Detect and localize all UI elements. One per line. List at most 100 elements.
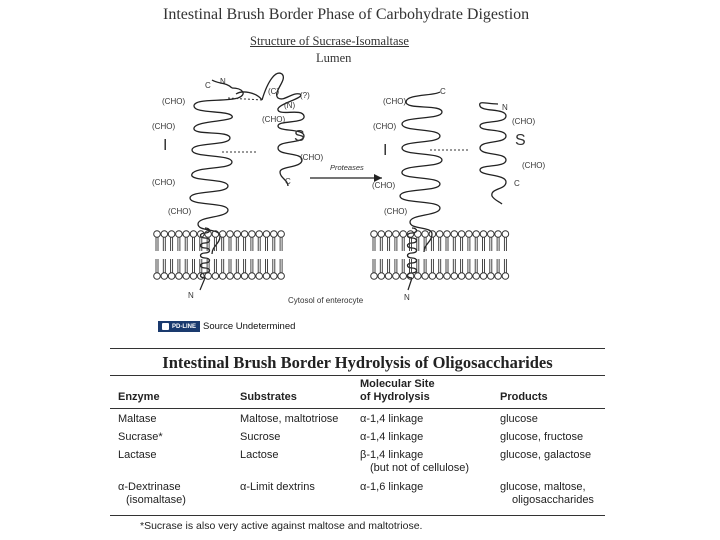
source-text: Source Undetermined (203, 321, 296, 332)
left-c-label-2: C (285, 177, 291, 186)
lipid-head-outer (270, 230, 278, 252)
left-cho-label-6: (CHO) (300, 153, 323, 162)
cell-enzyme: Lactase (118, 449, 157, 461)
lipid-head-outer (370, 230, 378, 252)
lumen-label: Lumen (316, 51, 352, 65)
title-rule (110, 375, 605, 376)
table-footnote: *Sucrase is also very active against mal… (140, 520, 423, 532)
cell-substrates: α-Limit dextrins (240, 481, 315, 493)
cell-substrates: Lactose (240, 449, 279, 461)
right-i-domain (399, 91, 443, 253)
table-row: Sucrase* Sucrose α-1,4 linkage glucose, … (110, 431, 605, 449)
table-title: Intestinal Brush Border Hydrolysis of Ol… (162, 353, 553, 372)
lipid-head-outer (487, 230, 495, 252)
left-cho-label-4: (CHO) (168, 207, 191, 216)
lipid-head-inner (167, 258, 176, 280)
lipid-head-inner (226, 258, 234, 280)
left-s-domain (235, 72, 305, 187)
cell-products: glucose (500, 413, 538, 425)
lipid-head-inner (218, 258, 227, 280)
left-n-label-2: N (188, 291, 194, 300)
lipid-head-outer (479, 230, 488, 252)
lipid-head-outer (377, 230, 386, 252)
lipid-head-outer (450, 230, 459, 252)
lipid-head-outer (494, 230, 502, 252)
left-cho-label-5: (CHO) (262, 115, 285, 124)
lipid-head-outer (443, 230, 451, 252)
lipid-bilayers (153, 230, 510, 280)
table-header-row: Enzyme Substrates Molecular Site of Hydr… (110, 376, 605, 406)
proteases-label: Proteases (330, 163, 364, 172)
left-q-label: (?) (300, 91, 310, 100)
left-i-domain (189, 79, 244, 255)
lipid-head-inner (472, 258, 480, 280)
lipid-head-outer (182, 230, 190, 252)
lipid-head-outer (277, 230, 285, 252)
lipid-head-inner (443, 258, 451, 280)
lipid-head-inner (501, 258, 510, 280)
cell-enzyme: α-Dextrinase (118, 481, 181, 493)
header-site-line2: of Hydrolysis (360, 391, 430, 403)
lipid-head-inner (479, 258, 488, 280)
lipid-head-outer (262, 230, 271, 252)
logo-text: PD-LINE (172, 323, 196, 330)
lipid-head-inner (428, 258, 437, 280)
left-cho-label-2: (CHO) (152, 122, 175, 131)
header-site-line1: Molecular Site (360, 378, 435, 390)
lipid-head-outer (392, 230, 400, 252)
lipid-head-inner (182, 258, 190, 280)
left-n-label: N (220, 77, 226, 86)
lipid-head-inner (262, 258, 271, 280)
bottom-rule (110, 515, 605, 516)
right-cho-label-6: (CHO) (522, 161, 545, 170)
left-i-label: I (163, 137, 167, 154)
cell-substrates: Sucrose (240, 431, 281, 443)
cell-site: α-1,6 linkage (360, 481, 424, 493)
lipid-head-outer (465, 230, 473, 252)
lipid-head-outer (501, 230, 510, 252)
table-row: Lactase Lactose β-1,4 linkage (but not o… (110, 449, 605, 479)
lipid-head-outer (384, 230, 393, 252)
pd-icon (162, 323, 169, 330)
lipid-head-outer (211, 230, 220, 252)
left-cho-label-3: (CHO) (152, 178, 175, 187)
right-cho-label-3: (CHO) (372, 181, 395, 190)
lipid-head-inner (248, 258, 256, 280)
lipid-head-inner (240, 258, 249, 280)
left-n-paren-label: (N) (284, 101, 295, 110)
lipid-head-outer (218, 230, 227, 252)
cell-site-note: (but not of cellulose) (370, 462, 470, 474)
cell-products: glucose, galactose (500, 449, 592, 461)
cell-enzyme-alt: (isomaltase) (126, 494, 186, 506)
lipid-head-inner (270, 258, 278, 280)
cell-enzyme: Sucrase* (118, 431, 163, 443)
lipid-head-inner (153, 258, 161, 280)
figure-title: Intestinal Brush Border Phase of Carbohy… (163, 6, 530, 23)
lipid-head-inner (450, 258, 459, 280)
lipid-head-inner (494, 258, 502, 280)
lipid-head-outer (457, 230, 466, 252)
lipid-head-inner (421, 258, 429, 280)
right-c-label: C (440, 87, 446, 96)
lipid-head-inner (277, 258, 285, 280)
source-attribution: PD-LINE Source Undetermined (158, 320, 295, 333)
cell-site: β-1,4 linkage (360, 449, 424, 461)
cell-site: α-1,4 linkage (360, 413, 424, 425)
top-rule (110, 348, 605, 349)
right-cho-label-5: (CHO) (512, 117, 535, 126)
lipid-head-outer (226, 230, 234, 252)
lipid-head-inner (255, 258, 263, 280)
lipid-head-inner (465, 258, 473, 280)
left-cho-label-1: (CHO) (162, 97, 185, 106)
left-s-label: S (294, 128, 305, 145)
right-s-domain (479, 102, 507, 205)
lipid-head-outer (153, 230, 161, 252)
lipid-head-inner (487, 258, 495, 280)
header-substrates: Substrates (240, 391, 297, 403)
lipid-head-inner (392, 258, 400, 280)
right-n-label-2: N (404, 293, 410, 302)
lipid-head-outer (175, 230, 183, 252)
right-n-label: N (502, 103, 508, 112)
lipid-head-inner (435, 258, 444, 280)
lipid-head-inner (399, 258, 407, 280)
